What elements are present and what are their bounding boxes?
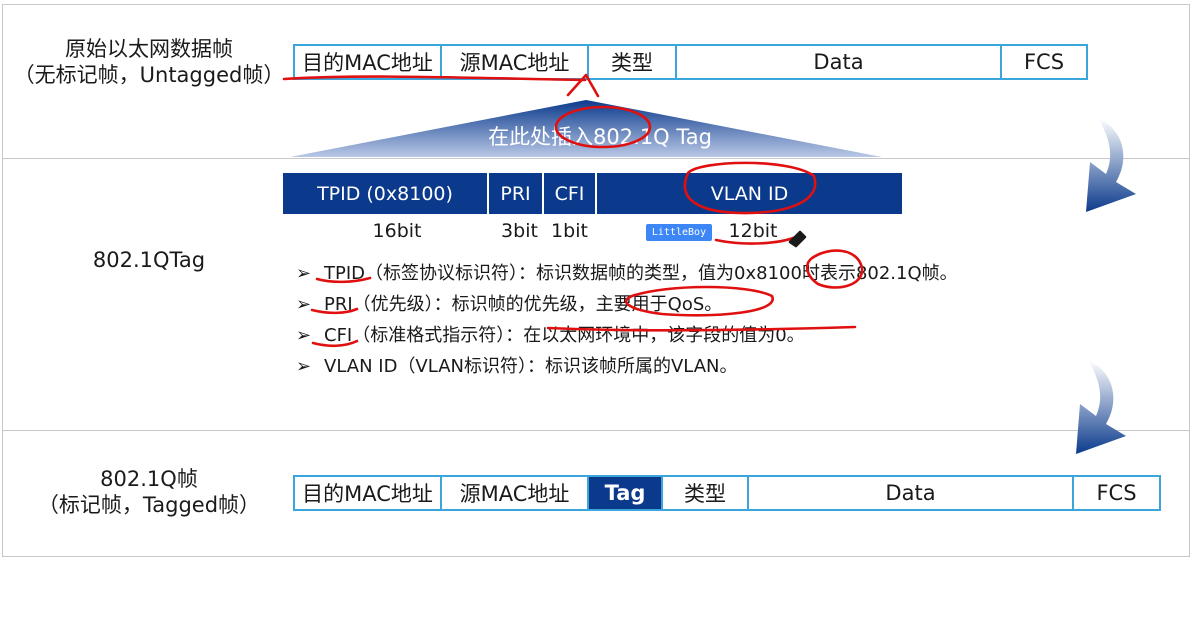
bullet-arrow-icon: ➢ — [296, 263, 312, 284]
bullet-term: PRI — [324, 294, 353, 315]
bullet-desc: （优先级）：标识帧的优先级，主要用于QoS。 — [352, 294, 723, 315]
bits-pri: 3bit — [501, 220, 538, 242]
tag-field-bar: TPID (0x8100) PRI CFI VLAN ID — [283, 173, 902, 214]
tag-field-pri: PRI — [489, 173, 544, 214]
bullet-desc: （标准格式指示符）：在以太网环境中，该字段的值为0。 — [352, 325, 805, 346]
field-fcs: FCS — [1096, 481, 1137, 505]
tagged-title-line2: （标记帧，Tagged帧） — [37, 493, 261, 517]
tagged-title-line1: 802.1Q帧 — [100, 467, 198, 491]
bullet-term: VLAN ID — [324, 356, 398, 377]
bullet-vlan-id: ➢ VLAN ID（VLAN标识符）：标识该帧所属的VLAN。 — [296, 351, 958, 382]
tag-bullet-list: ➢ TPID（标签协议标识符）：标识数据帧的类型，值为0x8100时表示802.1… — [296, 258, 958, 382]
tag-field-tpid: TPID (0x8100) — [283, 173, 489, 214]
bullet-arrow-icon: ➢ — [296, 294, 312, 315]
bullet-pri: ➢ PRI（优先级）：标识帧的优先级，主要用于QoS。 — [296, 289, 958, 320]
field-dest-mac: 目的MAC地址 — [295, 46, 442, 78]
bits-vlan-id: 12bit — [728, 220, 778, 242]
bullet-tpid: ➢ TPID（标签协议标识符）：标识数据帧的类型，值为0x8100时表示802.1… — [296, 258, 958, 289]
bullet-arrow-icon: ➢ — [296, 325, 312, 346]
field-data: Data — [749, 477, 1074, 509]
untagged-title-line2: （无标记帧，Untagged帧） — [13, 63, 285, 87]
tag-field-vlan-id: VLAN ID — [710, 182, 789, 205]
field-type: 类型 — [663, 477, 749, 509]
insert-label: 在此处插入802.1Q Tag — [488, 125, 712, 149]
bullet-arrow-icon: ➢ — [296, 356, 312, 377]
tag-field-cfi: CFI — [544, 173, 597, 214]
tag-section-title: 802.1QTag — [92, 248, 206, 272]
tagged-panel — [2, 430, 1190, 557]
bullet-term: TPID — [324, 263, 366, 284]
untagged-title-line1: 原始以太网数据帧 — [65, 37, 233, 61]
tagged-title: 802.1Q帧 （标记帧，Tagged帧） — [8, 466, 290, 518]
field-dest-mac: 目的MAC地址 — [295, 477, 442, 509]
littleboy-badge: LittleBoy — [646, 224, 712, 241]
field-src-mac: 源MAC地址 — [442, 477, 589, 509]
untagged-frame: 目的MAC地址 源MAC地址 类型 Data FCS — [293, 44, 1088, 80]
field-type: 类型 — [589, 46, 677, 78]
field-tag: Tag — [589, 477, 663, 509]
bits-cfi: 1bit — [551, 220, 588, 242]
field-fcs: FCS — [1023, 50, 1065, 74]
curved-arrow-icon — [1076, 360, 1126, 454]
bits-tpid: 16bit — [372, 220, 422, 242]
tagged-frame: 目的MAC地址 源MAC地址 Tag 类型 Data FCS — [293, 475, 1161, 511]
bullet-desc: （VLAN标识符）：标识该帧所属的VLAN。 — [397, 356, 738, 377]
bullet-desc: （标签协议标识符）：标识数据帧的类型，值为0x8100时表示802.1Q帧。 — [365, 263, 958, 284]
field-data: Data — [677, 46, 1002, 78]
field-src-mac: 源MAC地址 — [442, 46, 589, 78]
bullet-cfi: ➢ CFI（标准格式指示符）：在以太网环境中，该字段的值为0。 — [296, 320, 958, 351]
curved-arrow-icon — [1086, 118, 1136, 212]
bullet-term: CFI — [324, 325, 353, 346]
untagged-title: 原始以太网数据帧 （无标记帧，Untagged帧） — [8, 36, 290, 88]
